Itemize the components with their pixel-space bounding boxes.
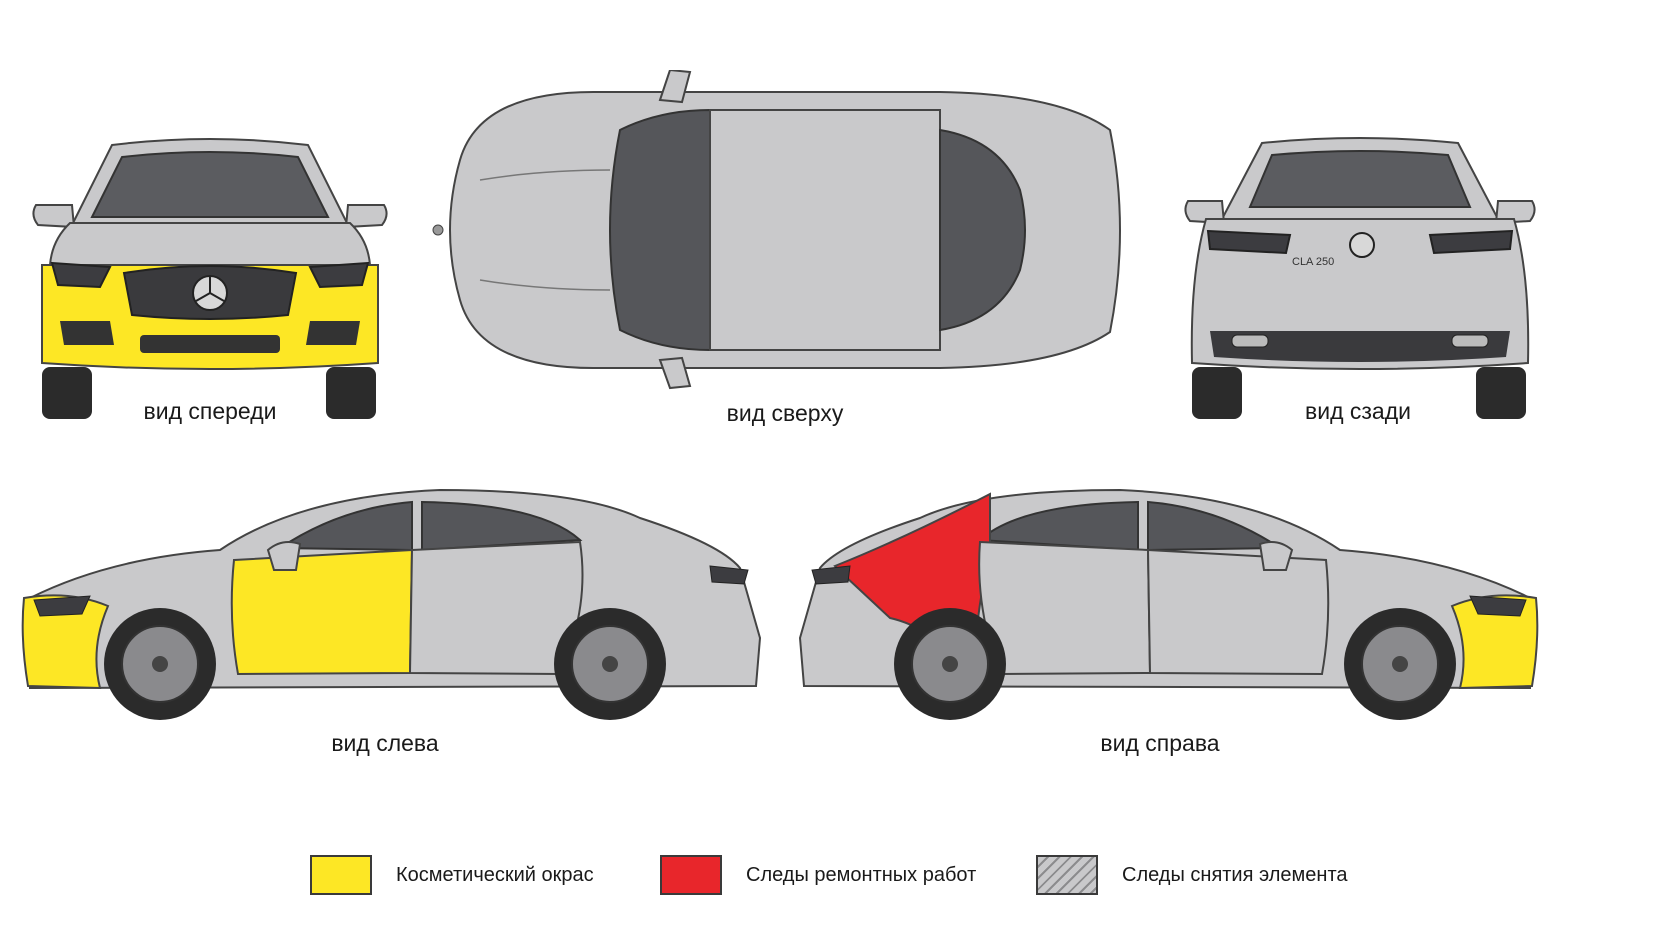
windshield-top [609,108,711,352]
legend-label: Косметический окрас [396,864,594,886]
rear-diffuser [1210,331,1510,362]
right-headlight [308,261,370,289]
right-taillight [1428,229,1514,255]
left-mirror-top [658,70,692,104]
headlight-right [1469,595,1527,617]
legend-swatch-hatched [1036,855,1098,895]
right-mirror-top [658,356,692,390]
front-window-right [1147,500,1284,552]
left-headlight [50,261,112,289]
rear-model-badge: CLA 250 [1292,256,1334,268]
legend-swatch-red [660,855,722,895]
left-exhaust [1231,334,1269,348]
caption-left: вид слева [331,730,439,756]
right-mirror-rear [1494,200,1536,225]
front-bumper-right [1450,594,1539,690]
roof-top [709,109,941,351]
caption-rear: вид сзади [1305,398,1411,424]
rear-right-tire [1476,367,1526,419]
rear-left-tire [1192,367,1242,419]
legend-swatch-yellow [310,855,372,895]
caption-top: вид сверху [726,400,844,426]
left-intake [60,321,114,345]
front-window-left [276,500,413,552]
top-view [420,70,1140,390]
hood-emblem [432,224,444,236]
caption-right: вид справа [1100,730,1220,756]
left-taillight [1206,229,1292,255]
rear-window-left [421,500,583,552]
right-intake [306,321,360,345]
left-mirror [32,204,76,229]
rear-view: CLA 250 [1180,135,1540,420]
taillight-right [811,565,851,585]
front-bumper-left [21,594,110,690]
rear-window-top [939,128,1026,332]
side-mirror-left [266,541,302,571]
front-door-left [230,548,414,676]
side-mirror-right [1258,541,1294,571]
rear-window [1248,150,1472,208]
left-mirror-rear [1184,200,1226,225]
taillight-left [709,565,749,585]
left-view [20,478,765,723]
lower-grille [140,335,280,353]
right-exhaust [1451,334,1489,348]
front-right-tire [326,367,376,419]
caption-front: вид спереди [143,398,277,424]
hood [48,222,372,266]
legend-label: Следы ремонтных работ [746,864,977,886]
headlight-left [33,595,91,617]
front-view [30,135,390,420]
windshield [90,151,330,218]
rear-star-emblem [1349,232,1375,258]
right-view [795,478,1540,723]
right-mirror [344,204,388,229]
legend-label: Следы снятия элемента [1122,864,1348,886]
front-left-tire [42,367,92,419]
front-door-right [1146,548,1330,676]
